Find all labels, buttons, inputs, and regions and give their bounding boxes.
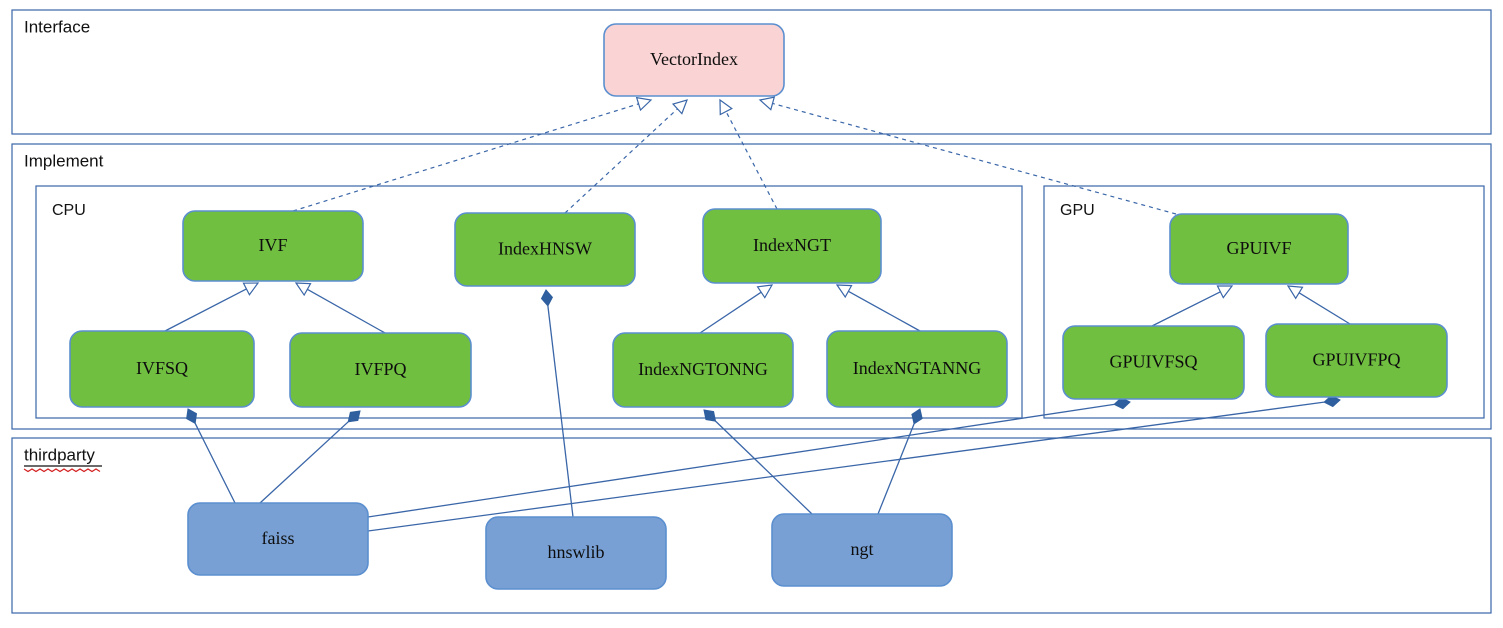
edge-ngt-to-indexngtanng (877, 408, 923, 515)
node-box-gpuivf[interactable] (1169, 213, 1349, 285)
node-hnswlib[interactable]: hnswlib (485, 516, 667, 590)
edge-gpuivfsq-to-gpuivf (1151, 285, 1234, 327)
node-box-gpuivfpq[interactable] (1265, 323, 1448, 398)
edge-line (725, 111, 778, 210)
edge-line (564, 108, 678, 214)
edge-faiss-to-ivfsq (186, 408, 236, 504)
node-vectorindex[interactable]: VectorIndex (603, 23, 785, 97)
edge-line (715, 420, 813, 515)
node-label-ivf: IVF (258, 235, 287, 255)
node-box-ivfpq[interactable] (289, 332, 472, 408)
edge-ngt-to-indexngtonng (703, 409, 813, 515)
node-gpuivf[interactable]: GPUIVF (1169, 213, 1349, 285)
edge-line (194, 423, 236, 504)
node-box-indexhnsw[interactable] (454, 212, 636, 287)
node-box-indexngtanng[interactable] (826, 330, 1008, 408)
node-ivf[interactable]: IVF (182, 210, 364, 282)
node-box-ivf[interactable] (182, 210, 364, 282)
composition-diamond-icon (347, 410, 361, 423)
arrowhead-triangle-icon (719, 98, 733, 116)
node-box-ngt[interactable] (771, 513, 953, 587)
edge-line (164, 288, 247, 332)
panel-label-interface: Interface (24, 17, 90, 36)
edge-ivfsq-to-ivf (164, 282, 260, 332)
edge-indexngt-to-vectorindex (719, 98, 778, 210)
node-label-indexngt: IndexNGT (753, 235, 831, 255)
node-label-hnswlib: hnswlib (547, 542, 604, 562)
arrowhead-triangle-icon (294, 282, 312, 297)
node-label-indexngtonng: IndexNGTONNG (638, 359, 768, 379)
edge-line (307, 288, 386, 334)
node-indexhnsw[interactable]: IndexHNSW (454, 212, 636, 287)
edge-line (772, 102, 1177, 215)
edge-indexngtanng-to-indexngt (835, 284, 921, 332)
arrowhead-triangle-icon (1216, 285, 1234, 299)
node-ivfsq[interactable]: IVFSQ (69, 330, 255, 408)
arrowhead-triangle-icon (758, 96, 776, 111)
edge-line (367, 401, 1325, 532)
edge-line (259, 421, 349, 504)
node-box-gpuivfsq[interactable] (1062, 325, 1245, 400)
node-box-vectorindex[interactable] (603, 23, 785, 97)
edge-line (547, 305, 574, 518)
node-gpuivfsq[interactable]: GPUIVFSQ (1062, 325, 1245, 400)
node-indexngt[interactable]: IndexNGT (702, 208, 882, 284)
arrowhead-triangle-icon (756, 284, 774, 299)
node-label-gpuivf: GPUIVF (1226, 238, 1291, 258)
composition-diamond-icon (186, 408, 198, 425)
node-label-indexngtanng: IndexNGTANNG (853, 358, 982, 378)
composition-diamond-icon (911, 408, 923, 425)
node-indexngtonng[interactable]: IndexNGTONNG (612, 332, 794, 408)
node-box-hnswlib[interactable] (485, 516, 667, 590)
composition-diamond-icon (703, 409, 717, 422)
node-label-gpuivfsq: GPUIVFSQ (1109, 352, 1197, 372)
edges-layer (164, 96, 1351, 532)
edge-line (1151, 291, 1221, 327)
edge-ivf-to-vectorindex (292, 96, 653, 212)
node-box-faiss[interactable] (187, 502, 369, 576)
arrowhead-triangle-icon (635, 96, 653, 112)
node-label-ivfsq: IVFSQ (136, 358, 188, 378)
edge-indexngtonng-to-indexngt (699, 284, 774, 334)
arrowhead-triangle-icon (671, 99, 688, 115)
edge-faiss-to-ivfpq (259, 410, 361, 504)
node-label-ngt: ngt (850, 539, 873, 559)
node-label-ivfpq: IVFPQ (354, 359, 406, 379)
edge-line (367, 403, 1115, 518)
edge-indexhnsw-to-vectorindex (564, 99, 688, 214)
arrowhead-triangle-icon (835, 284, 853, 299)
node-ivfpq[interactable]: IVFPQ (289, 332, 472, 408)
node-label-vectorindex: VectorIndex (650, 49, 738, 69)
spellcheck-squiggle-icon (23, 468, 101, 473)
composition-diamond-icon (540, 289, 554, 307)
node-faiss[interactable]: faiss (187, 502, 369, 576)
node-label-indexhnsw: IndexHNSW (498, 239, 592, 259)
node-box-indexngt[interactable] (702, 208, 882, 284)
edge-line (848, 290, 921, 332)
node-label-gpuivfpq: GPUIVFPQ (1312, 350, 1400, 370)
panel-label-cpu: CPU (52, 202, 86, 219)
edge-line (877, 423, 915, 515)
edge-ivfpq-to-ivf (294, 282, 386, 334)
edge-line (1298, 292, 1351, 325)
node-label-faiss: faiss (262, 528, 295, 548)
panel-label-gpu: GPU (1060, 202, 1095, 219)
edge-gpuivfpq-to-gpuivf (1286, 285, 1351, 325)
node-ngt[interactable]: ngt (771, 513, 953, 587)
node-indexngtanng[interactable]: IndexNGTANNG (826, 330, 1008, 408)
arrowhead-triangle-icon (242, 282, 260, 296)
node-gpuivfpq[interactable]: GPUIVFPQ (1265, 323, 1448, 398)
edge-line (699, 291, 762, 334)
arrowhead-triangle-icon (1286, 285, 1304, 300)
node-box-indexngtonng[interactable] (612, 332, 794, 408)
node-box-ivfsq[interactable] (69, 330, 255, 408)
panel-label-thirdparty: thirdparty (24, 445, 95, 464)
panel-label-implement: Implement (24, 151, 104, 170)
edge-gpuivf-to-vectorindex (758, 96, 1177, 215)
edge-hnswlib-to-indexhnsw (540, 289, 574, 518)
